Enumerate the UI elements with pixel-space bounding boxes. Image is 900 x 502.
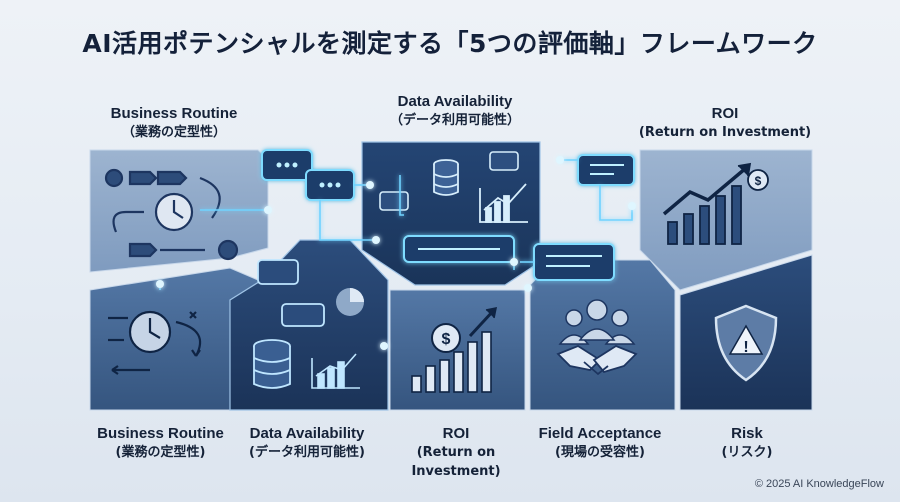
label-field-acceptance: Field Acceptance (現場の受容性) (525, 424, 675, 462)
coin-symbol: $ (442, 331, 451, 348)
process-flow-icon (104, 168, 239, 261)
label-roi-bottom: ROI (Return on Investment) (372, 424, 540, 481)
label-jp: (現場の受容性) (555, 445, 645, 460)
label-en: Business Routine (97, 425, 224, 442)
shield-warning-icon: ! (714, 304, 778, 382)
label-business-routine-top: Business Routine （業務の定型性） (94, 104, 254, 142)
panel-roi-top (639, 149, 813, 291)
coin-icon: $ (747, 169, 769, 191)
small-coin-symbol: $ (755, 174, 762, 188)
label-jp: (業務の定型性) (115, 445, 206, 460)
label-data-availability-bottom: Data Availability (データ利用可能性) (232, 424, 382, 462)
growth-chart-icon (662, 162, 752, 245)
label-jp: (データ利用可能性) (249, 445, 365, 460)
chat-bubble-icon (257, 259, 325, 327)
warning-symbol: ! (743, 339, 748, 356)
message-card (261, 149, 635, 281)
pie-chart-icon (336, 288, 364, 316)
label-en: Data Availability (249, 425, 365, 442)
label-risk: Risk (リスク) (692, 424, 802, 462)
label-en: ROI (711, 105, 739, 122)
clock-icon (108, 310, 202, 375)
label-en: ROI (442, 425, 470, 442)
label-roi-top: ROI (Return on Investment) (625, 104, 825, 142)
label-en: Field Acceptance (538, 425, 662, 442)
label-jp: (リスク) (721, 445, 773, 460)
label-jp: （業務の定型性） (121, 125, 226, 140)
people-group-icon (558, 299, 636, 345)
label-jp: (Return on Investment) (411, 445, 501, 479)
copyright-text: © 2025 AI KnowledgeFlow (754, 478, 884, 490)
connector-node (156, 156, 636, 350)
database-icon (253, 339, 291, 389)
message-dots (276, 162, 341, 188)
page-title: AI活用ポテンシャルを測定する「5つの評価軸」フレームワーク (82, 29, 818, 58)
label-en: Data Availability (397, 93, 513, 110)
roi-bar-chart-icon (411, 306, 498, 393)
label-jp: （データ利用可能性） (389, 113, 520, 128)
label-data-availability-top: Data Availability （データ利用可能性） (370, 92, 540, 130)
handshake-icon (556, 344, 638, 376)
server-icon (433, 159, 459, 196)
chat-bubble-icon (379, 151, 519, 211)
label-en: Risk (731, 425, 763, 442)
label-business-routine-bottom: Business Routine (業務の定型性) (78, 424, 243, 462)
label-en: Business Routine (110, 105, 238, 122)
trend-chart-icon (479, 183, 528, 223)
label-jp: (Return on Investment) (638, 125, 812, 140)
coin-icon: $ (431, 323, 461, 353)
bar-chart-icon (311, 353, 360, 389)
